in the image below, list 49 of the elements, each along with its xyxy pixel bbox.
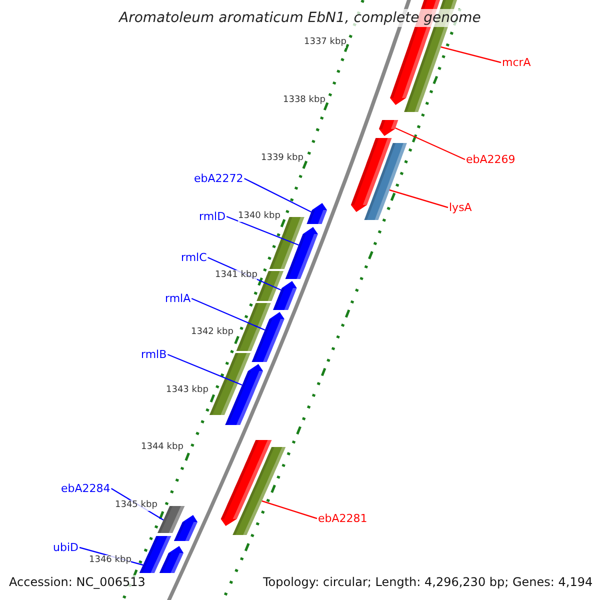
gene-label: ubiD: [53, 541, 78, 554]
leader-line: [244, 178, 312, 213]
leader-line: [167, 354, 242, 386]
leader-line: [395, 127, 466, 160]
tick-label: 1337 kbp: [304, 37, 346, 48]
footer-text: Topology: circular; Length: 4,296,230 bp; Genes: 4,194: [262, 575, 594, 590]
map-title: Aromatoleum aromaticum EbN1, complete genome: [117, 9, 483, 27]
gene-block: [159, 546, 184, 573]
leader-line: [226, 216, 299, 246]
gene-label: ebA2281: [318, 512, 368, 525]
gene-bar: [139, 536, 172, 573]
gene-bar: [236, 303, 271, 351]
gene-block: [285, 227, 318, 279]
footer-text: Accession: NC_006513: [8, 575, 146, 590]
gene-label: rmlA: [165, 292, 191, 305]
gene-label: rmlD: [199, 210, 226, 223]
gene-label: ebA2272: [194, 172, 244, 185]
tick-label: 1341 kbp: [215, 270, 258, 281]
gene-label: ebA2269: [466, 153, 516, 166]
leader-line: [440, 46, 502, 64]
gene-label: lysA: [449, 201, 472, 214]
gene-label: rmlB: [141, 348, 167, 361]
gene-block: [306, 203, 327, 224]
gene-block: [350, 138, 392, 212]
gene-block: [220, 440, 272, 526]
leader-line: [191, 298, 266, 331]
leader-line: [389, 189, 448, 208]
gene-label: ebA2284: [61, 482, 110, 495]
gene-label: mcrA: [502, 56, 531, 69]
gene-bar: [158, 506, 185, 533]
tick-label: 1345 kbp: [115, 500, 158, 511]
gene-block: [273, 281, 297, 310]
gene-block: [379, 120, 398, 136]
gene-block: [225, 364, 263, 425]
tick-label: 1342 kbp: [191, 327, 234, 338]
tick-label: 1338 kbp: [283, 95, 326, 106]
tick-label: 1340 kbp: [238, 211, 280, 222]
gene-bar: [256, 271, 284, 301]
tick-label: 1344 kbp: [141, 442, 184, 453]
tick-label: 1346 kbp: [89, 555, 132, 566]
gene-bar: [364, 143, 407, 220]
gene-block: [174, 515, 198, 541]
gene-block: [252, 312, 284, 362]
tick-label: 1343 kbp: [166, 385, 208, 396]
gene-bar: [209, 353, 250, 415]
gene-bar: [232, 447, 286, 535]
tick-label: 1339 kbp: [261, 153, 304, 164]
leader-line: [262, 500, 318, 520]
gene-label: rmlC: [181, 251, 207, 264]
